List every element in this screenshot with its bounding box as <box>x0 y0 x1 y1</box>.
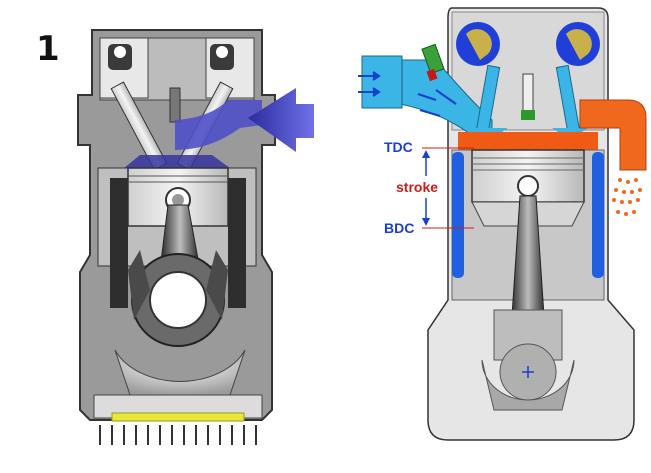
right-crankshaft <box>481 309 575 411</box>
right-engine: TDC stroke BDC <box>358 7 647 441</box>
left-intake-valve <box>108 44 168 171</box>
spark-plug <box>521 73 535 120</box>
coolant-jacket-right <box>592 152 604 278</box>
tdc-label: TDC <box>384 139 413 155</box>
stroke-label: stroke <box>396 179 438 195</box>
intake-arrow <box>248 88 314 152</box>
left-flywheel <box>114 349 246 396</box>
left-oil-sump <box>111 412 245 422</box>
exhaust-spray <box>612 178 642 216</box>
stroke-number: 1 <box>36 29 60 69</box>
left-intake-flow <box>175 100 262 150</box>
intake-camshaft <box>456 22 500 66</box>
bdc-label: BDC <box>384 220 414 236</box>
exhaust-camshaft <box>556 22 600 66</box>
combustion-chamber <box>458 132 598 150</box>
exhaust-pipe <box>579 99 647 171</box>
left-crankcase-fins <box>99 425 257 445</box>
left-engine: 1 <box>36 29 314 445</box>
intake-air-box <box>361 55 403 109</box>
coolant-jacket-left <box>452 152 464 278</box>
stroke-indicator <box>422 147 474 229</box>
fuel-injector <box>421 43 445 82</box>
intake-air-arrows <box>358 71 457 117</box>
